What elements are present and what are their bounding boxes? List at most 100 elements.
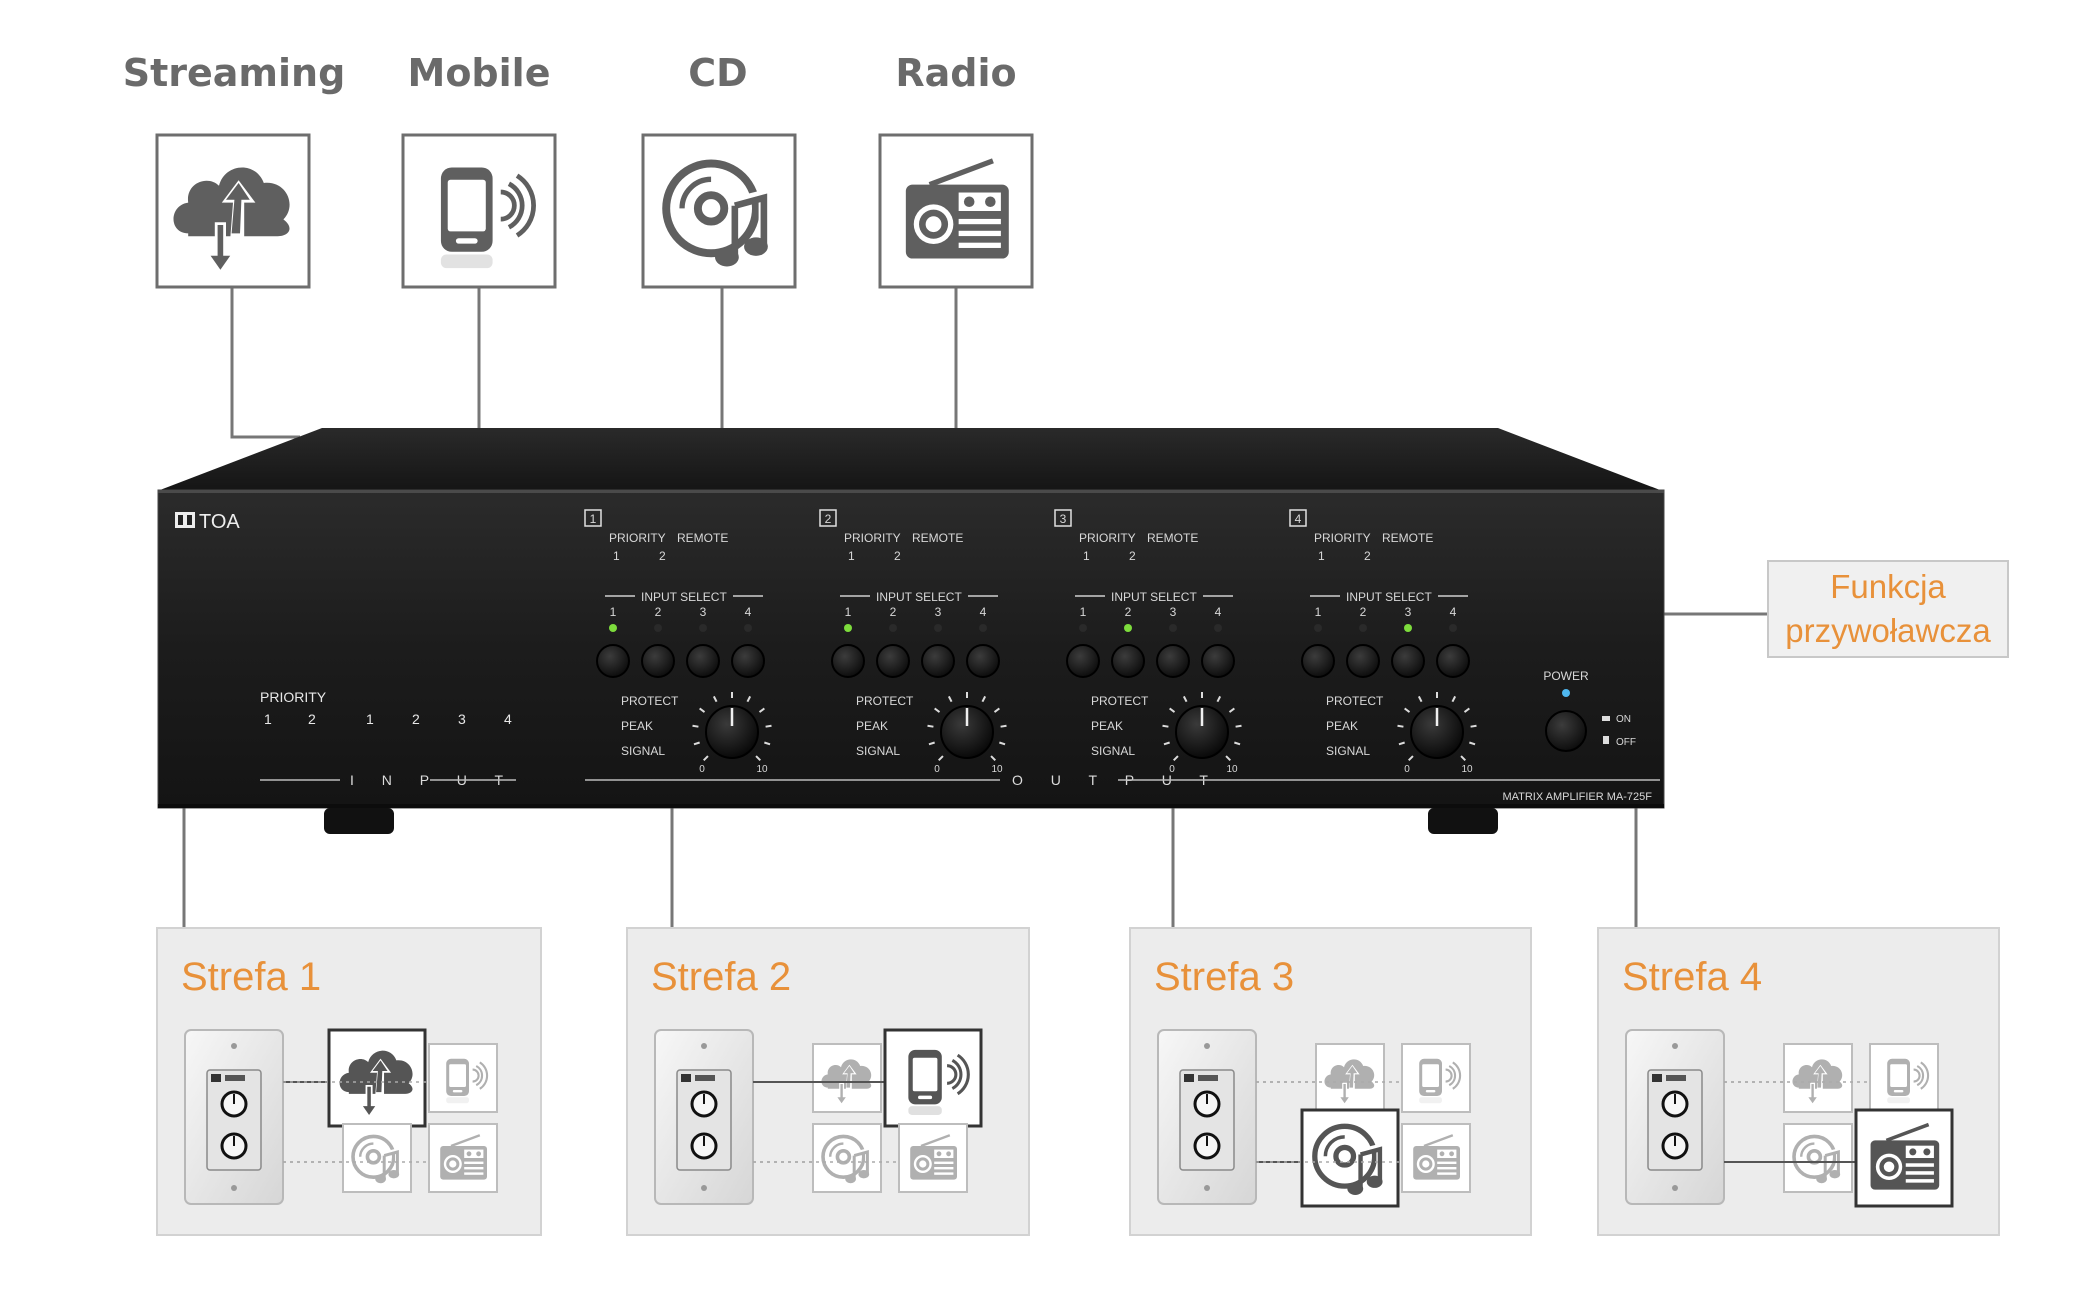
zones: Strefa 1 Strefa 2 Strefa 3 Strefa 4 xyxy=(156,927,2000,1236)
function-box: Funkcja przywoławcza xyxy=(1767,560,2009,658)
source-streaming: Streaming xyxy=(123,51,345,289)
input-led-3 xyxy=(934,624,942,632)
channel-signal-label: SIGNAL xyxy=(621,744,665,758)
channel-number-box xyxy=(1289,509,1307,527)
channel-remote-label: REMOTE xyxy=(1382,531,1433,545)
input-led-2 xyxy=(1124,624,1132,632)
input-led-1 xyxy=(1079,624,1087,632)
input-led-3 xyxy=(699,624,707,632)
input-label: I N P U T xyxy=(350,772,515,788)
streaming-connection-line xyxy=(230,287,300,439)
channel-input-num-3: 3 xyxy=(1405,605,1412,619)
channel-peak-label: PEAK xyxy=(1091,719,1123,733)
channel-signal-label: SIGNAL xyxy=(1091,744,1135,758)
knob-max-label: 10 xyxy=(1226,764,1238,775)
channel-input-select-label: INPUT SELECT xyxy=(876,590,962,604)
volume-knob[interactable] xyxy=(1175,705,1229,759)
channel-input-num-3: 3 xyxy=(700,605,707,619)
channel-number: 3 xyxy=(1060,512,1067,526)
input-select-button-2[interactable] xyxy=(876,644,910,678)
input-led-4 xyxy=(979,624,987,632)
zone-1: Strefa 1 xyxy=(156,927,542,1236)
input-select-button-4[interactable] xyxy=(966,644,1000,678)
zone-title: Strefa 3 xyxy=(1154,955,1294,999)
input-led-1 xyxy=(1314,624,1322,632)
channel-input-num-4: 4 xyxy=(1450,605,1457,619)
source-label-mobile: Mobile xyxy=(408,51,551,95)
volume-knob[interactable] xyxy=(1410,705,1464,759)
volume-knob[interactable] xyxy=(705,705,759,759)
channel-priority-2: 2 xyxy=(1129,549,1136,563)
input-priority-2: 2 xyxy=(308,711,316,727)
channel-input-num-2: 2 xyxy=(890,605,897,619)
source-label-radio: Radio xyxy=(895,51,1016,95)
channel-input-num-3: 3 xyxy=(1170,605,1177,619)
input-select-button-2[interactable] xyxy=(1346,644,1380,678)
input-led-4 xyxy=(744,624,752,632)
channel-peak-label: PEAK xyxy=(856,719,888,733)
power-on-label: ON xyxy=(1616,714,1631,725)
input-number-4: 4 xyxy=(504,711,512,727)
zone-2: Strefa 2 xyxy=(626,927,1030,1236)
source-mobile: Mobile xyxy=(401,51,557,289)
channel-priority-1: 1 xyxy=(613,549,620,563)
channel-remote-label: REMOTE xyxy=(677,531,728,545)
channel-input-select-label: INPUT SELECT xyxy=(1111,590,1197,604)
input-select-button-1[interactable] xyxy=(1066,644,1100,678)
input-select-button-4[interactable] xyxy=(1436,644,1470,678)
input-select-button-4[interactable] xyxy=(731,644,765,678)
channel-protect-label: PROTECT xyxy=(621,694,679,708)
channel-peak-label: PEAK xyxy=(1326,719,1358,733)
channel-priority-label: PRIORITY xyxy=(844,531,901,545)
channel-number-box xyxy=(819,509,837,527)
channel-number: 4 xyxy=(1295,512,1302,526)
channel-priority-2: 2 xyxy=(659,549,666,563)
input-led-4 xyxy=(1214,624,1222,632)
input-select-button-1[interactable] xyxy=(831,644,865,678)
function-label-line1: Funkcja xyxy=(1830,568,1946,605)
knob-max-label: 10 xyxy=(991,764,1003,775)
channel-remote-label: REMOTE xyxy=(1147,531,1198,545)
channel-remote-label: REMOTE xyxy=(912,531,963,545)
channel-number: 2 xyxy=(825,512,832,526)
input-select-button-4[interactable] xyxy=(1201,644,1235,678)
input-select-button-3[interactable] xyxy=(921,644,955,678)
channel-input-num-2: 2 xyxy=(1360,605,1367,619)
input-select-button-2[interactable] xyxy=(641,644,675,678)
input-select-button-1[interactable] xyxy=(596,644,630,678)
source-label-cd: CD xyxy=(688,51,747,95)
output-label: O U T P U T xyxy=(1012,772,1220,788)
channel-signal-label: SIGNAL xyxy=(1326,744,1370,758)
channel-input-num-1: 1 xyxy=(845,605,852,619)
channel-priority-label: PRIORITY xyxy=(1314,531,1371,545)
channel-number-box xyxy=(1054,509,1072,527)
function-box-frame xyxy=(1767,560,2009,658)
input-section: PRIORITY 1 2 1 2 3 4 I N P U T xyxy=(260,689,516,788)
channel-protect-label: PROTECT xyxy=(1091,694,1149,708)
channel-signal-label: SIGNAL xyxy=(856,744,900,758)
power-button[interactable] xyxy=(1545,710,1587,752)
knob-min-label: 0 xyxy=(699,764,705,775)
power-led xyxy=(1562,689,1570,697)
input-led-4 xyxy=(1449,624,1457,632)
input-led-2 xyxy=(654,624,662,632)
channel-number: 1 xyxy=(590,512,597,526)
input-select-button-3[interactable] xyxy=(686,644,720,678)
function-label-line2: przywoławcza xyxy=(1785,612,1991,649)
amplifier-top xyxy=(160,428,1660,490)
input-select-button-3[interactable] xyxy=(1391,644,1425,678)
input-select-button-3[interactable] xyxy=(1156,644,1190,678)
amplifier-foot-right xyxy=(1428,808,1498,834)
zone-title: Strefa 4 xyxy=(1622,955,1762,999)
channel-input-num-4: 4 xyxy=(1215,605,1222,619)
volume-knob[interactable] xyxy=(940,705,994,759)
input-select-button-2[interactable] xyxy=(1111,644,1145,678)
channel-number-box xyxy=(584,509,602,527)
input-select-button-1[interactable] xyxy=(1301,644,1335,678)
model-name: MATRIX AMPLIFIER MA-725F xyxy=(1502,791,1652,803)
zone-title: Strefa 2 xyxy=(651,955,791,999)
